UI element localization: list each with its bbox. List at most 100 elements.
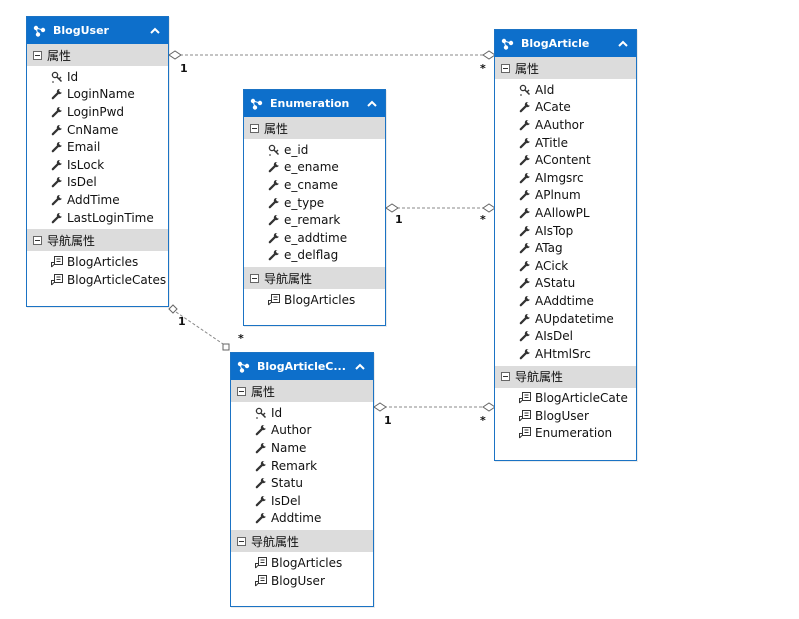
property-name: Email bbox=[67, 140, 101, 155]
collapse-toggle-icon[interactable] bbox=[33, 50, 42, 60]
properties-section-header[interactable]: 属性 bbox=[231, 380, 373, 402]
property-row[interactable]: ATitle bbox=[495, 134, 636, 152]
property-name: IsDel bbox=[67, 175, 97, 190]
property-row[interactable]: APlnum bbox=[495, 187, 636, 205]
property-row[interactable]: CnName bbox=[27, 121, 168, 139]
wrench-icon bbox=[519, 172, 531, 184]
property-row[interactable]: AddTime bbox=[27, 191, 168, 209]
property-row[interactable]: ACate bbox=[495, 99, 636, 117]
property-row[interactable]: e_type bbox=[244, 194, 385, 212]
property-row[interactable]: Statu bbox=[231, 474, 373, 492]
section-label: 导航属性 bbox=[264, 271, 313, 286]
property-row[interactable]: e_remark bbox=[244, 211, 385, 229]
property-row[interactable]: AContent bbox=[495, 151, 636, 169]
property-row[interactable]: AImgsrc bbox=[495, 169, 636, 187]
property-row[interactable]: ACick bbox=[495, 257, 636, 275]
wrench-icon bbox=[51, 176, 63, 188]
collapse-toggle-icon[interactable] bbox=[501, 372, 510, 381]
property-row[interactable]: AId bbox=[495, 81, 636, 99]
property-row[interactable]: e_cname bbox=[244, 176, 385, 194]
collapse-chevron-icon[interactable] bbox=[367, 100, 377, 107]
section-label: 属性 bbox=[251, 384, 276, 399]
navigation-property-row[interactable]: BlogArticleCates bbox=[27, 271, 168, 289]
navigation-property-icon bbox=[519, 427, 531, 439]
property-row[interactable]: IsDel bbox=[27, 174, 168, 192]
collapse-toggle-icon[interactable] bbox=[33, 235, 42, 245]
property-row[interactable]: e_addtime bbox=[244, 229, 385, 247]
property-row[interactable]: Author bbox=[231, 422, 373, 440]
property-row[interactable]: AAuthor bbox=[495, 116, 636, 134]
navigation-property-row[interactable]: BlogArticles bbox=[244, 291, 385, 309]
property-row[interactable]: AAllowPL bbox=[495, 204, 636, 222]
collapse-chevron-icon[interactable] bbox=[150, 27, 160, 34]
properties-section-header[interactable]: 属性 bbox=[244, 117, 385, 139]
wrench-icon bbox=[268, 232, 280, 244]
wrench-icon bbox=[255, 460, 267, 472]
entity-title: BlogUser bbox=[53, 24, 109, 37]
property-row[interactable]: AIsTop bbox=[495, 222, 636, 240]
property-row[interactable]: Id bbox=[231, 404, 373, 422]
property-name: e_ename bbox=[284, 160, 339, 175]
navigation-section-header[interactable]: 导航属性 bbox=[27, 229, 168, 252]
navigation-property-row[interactable]: Enumeration bbox=[495, 425, 636, 443]
entity-header[interactable]: BlogArticle bbox=[495, 30, 636, 57]
property-row[interactable]: e_id bbox=[244, 141, 385, 159]
entity-header[interactable]: BlogArticleC... bbox=[231, 353, 373, 380]
properties-section-header[interactable]: 属性 bbox=[495, 57, 636, 79]
collapse-toggle-icon[interactable] bbox=[250, 273, 259, 283]
navigation-property-row[interactable]: BlogUser bbox=[495, 407, 636, 425]
wrench-icon bbox=[268, 179, 280, 191]
property-row[interactable]: AHtmlSrc bbox=[495, 345, 636, 363]
property-row[interactable]: LastLoginTime bbox=[27, 209, 168, 227]
collapse-chevron-icon[interactable] bbox=[618, 40, 628, 47]
entity-header[interactable]: BlogUser bbox=[27, 17, 168, 44]
property-row[interactable]: AUpdatetime bbox=[495, 310, 636, 328]
entity-header[interactable]: Enumeration bbox=[244, 90, 385, 117]
collapse-toggle-icon[interactable] bbox=[237, 386, 246, 396]
property-row[interactable]: AAddtime bbox=[495, 292, 636, 310]
wrench-icon bbox=[519, 348, 531, 360]
navigation-property-row[interactable]: BlogArticleCate bbox=[495, 390, 636, 408]
navigation-property-row[interactable]: BlogArticles bbox=[27, 253, 168, 271]
navigation-section-header[interactable]: 导航属性 bbox=[495, 365, 636, 388]
collapse-toggle-icon[interactable] bbox=[501, 63, 510, 73]
wrench-icon bbox=[519, 101, 531, 113]
property-row[interactable]: Name bbox=[231, 439, 373, 457]
property-row[interactable]: Remark bbox=[231, 457, 373, 475]
collapse-toggle-icon[interactable] bbox=[237, 536, 246, 546]
property-row[interactable]: e_delflag bbox=[244, 247, 385, 265]
navigation-section-header[interactable]: 导航属性 bbox=[231, 530, 373, 553]
property-row[interactable]: LoginName bbox=[27, 86, 168, 104]
key-icon bbox=[519, 84, 531, 96]
section-label: 导航属性 bbox=[47, 233, 96, 248]
collapse-chevron-icon[interactable] bbox=[355, 363, 365, 370]
entity-icon bbox=[250, 98, 264, 110]
wrench-icon bbox=[255, 512, 267, 524]
property-row[interactable]: ATag bbox=[495, 239, 636, 257]
property-row[interactable]: LoginPwd bbox=[27, 103, 168, 121]
property-name: LoginName bbox=[67, 87, 135, 102]
navigation-property-icon bbox=[51, 256, 63, 268]
collapse-toggle-icon[interactable] bbox=[250, 123, 259, 133]
navigation-property-row[interactable]: BlogArticles bbox=[231, 554, 373, 572]
wrench-icon bbox=[255, 477, 267, 489]
properties-section-header[interactable]: 属性 bbox=[27, 44, 168, 66]
section-label: 属性 bbox=[515, 61, 540, 76]
property-row[interactable]: Addtime bbox=[231, 510, 373, 528]
property-row[interactable]: IsDel bbox=[231, 492, 373, 510]
wrench-icon bbox=[519, 295, 531, 307]
navigation-property-row[interactable]: BlogUser bbox=[231, 572, 373, 590]
property-row[interactable]: Email bbox=[27, 138, 168, 156]
property-row[interactable]: e_ename bbox=[244, 159, 385, 177]
property-row[interactable]: IsLock bbox=[27, 156, 168, 174]
property-row[interactable]: AStatu bbox=[495, 275, 636, 293]
navigation-section-header[interactable]: 导航属性 bbox=[244, 267, 385, 290]
property-name: e_addtime bbox=[284, 230, 348, 245]
property-row[interactable]: AIsDel bbox=[495, 327, 636, 345]
property-row[interactable]: Id bbox=[27, 68, 168, 86]
